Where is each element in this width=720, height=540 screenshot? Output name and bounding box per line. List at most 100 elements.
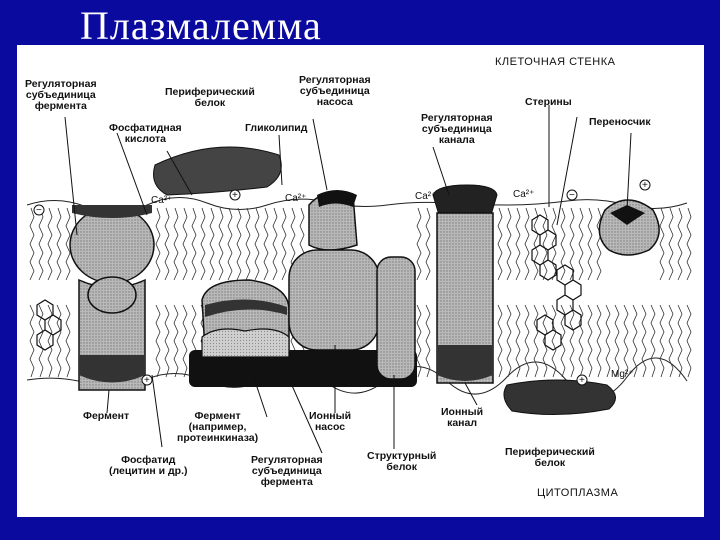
lipid-tail <box>218 207 224 281</box>
peripheral-protein-bottom-label: Периферический белок <box>505 446 595 469</box>
lipid-tail <box>38 304 44 378</box>
lipid-tail <box>200 207 206 281</box>
lipid-tail <box>29 304 35 378</box>
lipid-tail <box>605 304 611 378</box>
lipid-tail <box>155 207 161 281</box>
peripheral-protein-bottom <box>503 379 616 416</box>
lipid-tail <box>533 207 539 281</box>
charge-markers: + − + − + + <box>33 179 651 386</box>
carrier-label: Переносчик <box>589 116 651 128</box>
lipid-tail <box>596 207 602 281</box>
lipid-tail <box>551 207 557 281</box>
cell-wall-label: КЛЕТОЧНАЯ СТЕНКА <box>495 56 616 68</box>
lipid-tail <box>506 304 512 378</box>
ion-channel-label: Ионный канал <box>441 406 484 429</box>
kinase-regulatory-subunit <box>201 328 290 358</box>
lipid-tail <box>578 207 584 281</box>
svg-text:+: + <box>642 180 648 191</box>
svg-text:+: + <box>579 375 585 386</box>
phosphatidic-acid-label: Фосфатидная кислота <box>109 122 182 145</box>
lipid-tail <box>623 304 629 378</box>
lipid-tail <box>515 304 521 378</box>
peripheral-protein-top <box>153 146 282 196</box>
calcium-ion-label: Ca²⁺ <box>151 195 173 206</box>
lipid-tail <box>668 207 674 281</box>
lipid-tail <box>29 207 35 281</box>
magnesium-ion-label: Mg²⁺ <box>611 369 634 380</box>
lipid-tail <box>533 304 539 378</box>
enzyme-protein <box>69 205 155 391</box>
lipid-tail <box>245 207 251 281</box>
lipid-tail <box>524 304 530 378</box>
glycolipid-label: Гликолипид <box>245 122 308 134</box>
lipid-tail <box>281 207 287 281</box>
lipid-tail <box>182 304 188 378</box>
enzyme-label: Фермент <box>83 410 130 422</box>
lipid-tail <box>173 304 179 378</box>
lipid-tail <box>587 304 593 378</box>
lipid-tail <box>254 207 260 281</box>
lipid-tail <box>173 207 179 281</box>
lipid-tail <box>155 304 161 378</box>
lipid-tail <box>659 304 665 378</box>
lipid-tail <box>632 304 638 378</box>
lipid-tail <box>677 304 683 378</box>
lipid-tail <box>641 304 647 378</box>
lipid-tail <box>56 207 62 281</box>
calcium-ion-label: Ca²⁺ <box>285 193 307 204</box>
svg-text:−: − <box>569 190 575 201</box>
lipid-tail <box>227 207 233 281</box>
ion-pump <box>288 190 380 351</box>
lipid-tail <box>263 207 269 281</box>
regulatory-channel-subunit-label: Регуляторная субъединица канала <box>421 112 493 146</box>
regulatory-enzyme-subunit-bottom-label: Регуляторная субъединица фермента <box>251 454 323 488</box>
sterols-label: Стерины <box>525 96 572 108</box>
cytoplasm-label: ЦИТОПЛАЗМА <box>537 487 619 499</box>
cytoplasmic-regulatory-bar <box>189 350 417 387</box>
lipid-tail <box>686 304 692 378</box>
ion-channel <box>432 184 498 384</box>
lipid-tail <box>236 207 242 281</box>
lipid-tail <box>497 304 503 378</box>
lipid-tail <box>47 207 53 281</box>
lipid-tail <box>65 207 71 281</box>
leader-lines <box>64 105 632 454</box>
protein-kinase-label: Фермент (например, протеинкиназа) <box>177 410 259 444</box>
carrier-protein <box>598 199 660 256</box>
lipid-tail <box>560 207 566 281</box>
svg-text:+: + <box>232 190 238 201</box>
lipid-tail <box>209 207 215 281</box>
structural-protein-label: Структурный белок <box>367 450 437 473</box>
lipid-tail <box>425 207 431 281</box>
lipid-tail <box>515 207 521 281</box>
lipid-tail <box>668 304 674 378</box>
regulatory-pump-subunit-label: Регуляторная субъединица насоса <box>299 74 371 108</box>
lipid-tail <box>551 304 557 378</box>
sterols <box>36 214 582 351</box>
lipid-tail <box>425 304 431 378</box>
lipid-tail <box>677 207 683 281</box>
lipid-tail <box>524 207 530 281</box>
lipid-tail <box>587 207 593 281</box>
lipid-tail <box>578 304 584 378</box>
lipid-tail <box>542 207 548 281</box>
lipid-tail <box>569 304 575 378</box>
lipid-tail <box>164 304 170 378</box>
lipid-tail <box>182 207 188 281</box>
lipid-tail <box>56 304 62 378</box>
lipid-tail <box>416 304 422 378</box>
svg-text:+: + <box>144 375 150 386</box>
structural-protein <box>376 256 416 380</box>
lipid-tail <box>659 207 665 281</box>
membrane-diagram: + − + − + + <box>26 105 692 454</box>
lipid-tail <box>497 207 503 281</box>
peripheral-protein-top-label: Периферический белок <box>165 86 255 109</box>
lipid-tail <box>164 207 170 281</box>
slide-title: Плазмалемма <box>80 3 322 48</box>
membrane-diagram-panel: + − + − + + Ca²⁺ Ca²⁺ Ca <box>17 45 704 517</box>
lipid-tail <box>542 304 548 378</box>
lipid-tail <box>569 207 575 281</box>
calcium-ion-label: Ca²⁺ <box>513 189 535 200</box>
svg-text:−: − <box>36 205 42 216</box>
lipid-tail <box>650 304 656 378</box>
